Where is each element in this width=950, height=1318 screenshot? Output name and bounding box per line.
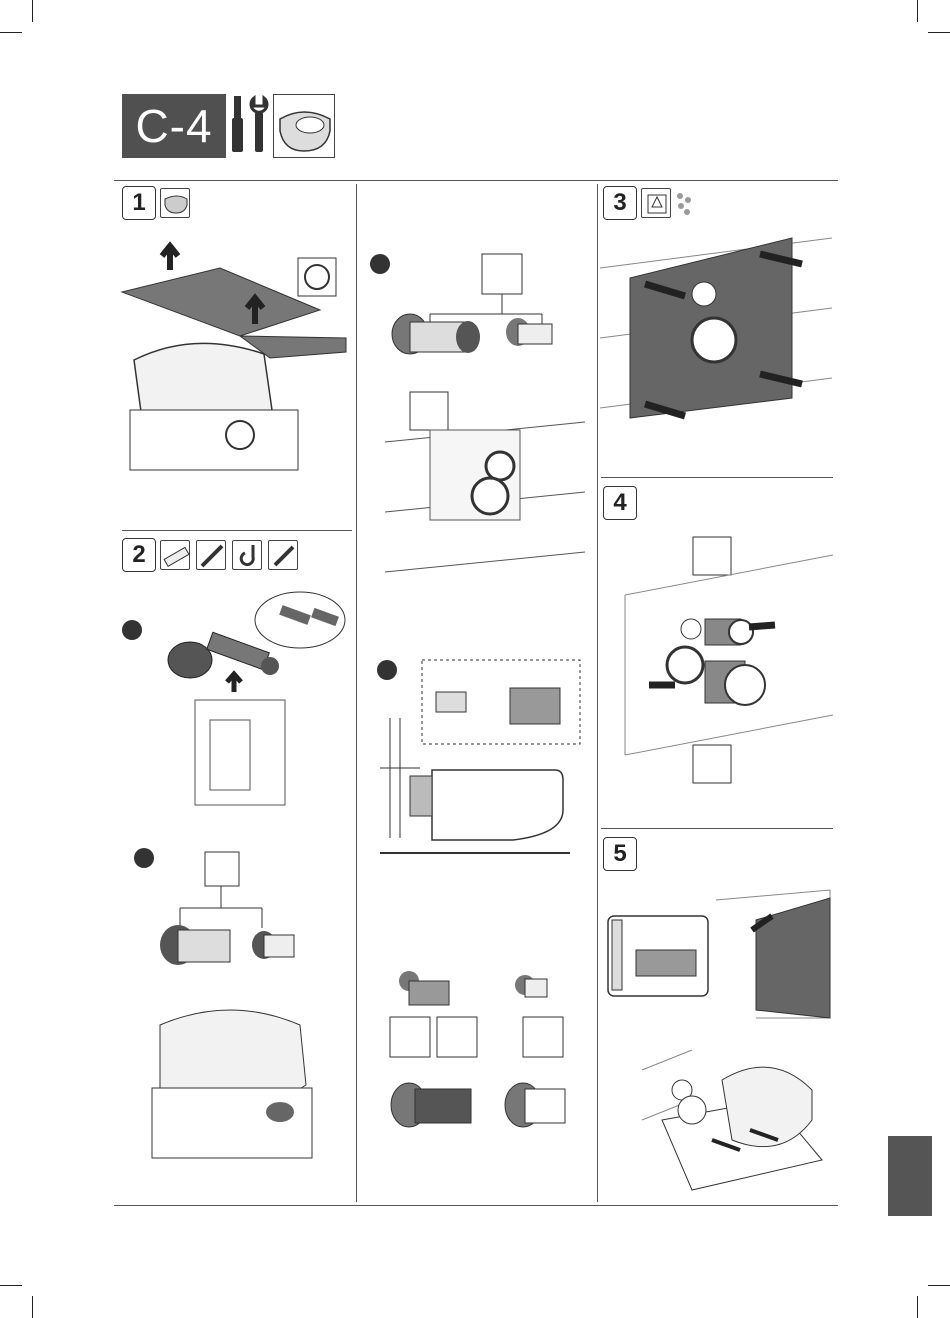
crop-mark (32, 0, 33, 22)
bottom-rule (114, 1205, 838, 1206)
ruler-icon (160, 540, 190, 570)
step5-illustration-a (606, 890, 830, 1018)
step-number: 1 (122, 186, 156, 220)
step2a-illustration (150, 590, 350, 805)
crop-mark (0, 32, 22, 33)
crop-mark (0, 1285, 22, 1286)
step-divider (601, 477, 833, 478)
step2b-illustration (150, 850, 350, 1160)
col2-illustration-a (380, 252, 590, 582)
step-number: 2 (122, 538, 156, 572)
dust-icon (674, 190, 694, 218)
crop-mark (928, 1285, 950, 1286)
step3-illustration (600, 228, 832, 438)
step-divider (122, 530, 352, 531)
hook-icon (232, 540, 262, 570)
top-rule (114, 180, 838, 181)
step-number: 5 (603, 837, 637, 871)
step5-illustration-b (632, 1040, 832, 1190)
step-divider (601, 828, 833, 829)
tools-icon (230, 94, 270, 158)
toilet-icon (160, 188, 190, 218)
step-number: 3 (603, 186, 637, 220)
crop-mark (32, 1296, 33, 1318)
crop-mark (917, 1296, 918, 1318)
substep-marker (122, 620, 142, 640)
section-tab (888, 1136, 932, 1216)
column-divider (597, 184, 598, 1202)
col2-illustration-c (385, 965, 575, 1145)
col2-illustration-b (370, 658, 585, 863)
column-divider (356, 184, 357, 1202)
step-number: 4 (603, 486, 637, 520)
pencil-icon (196, 540, 226, 570)
step4-illustration (605, 535, 833, 790)
file-icon (268, 540, 298, 570)
section-badge: C-4 (122, 94, 226, 158)
toilet-icon (273, 94, 335, 158)
step1-illustration (120, 240, 350, 500)
crop-mark (928, 32, 950, 33)
flush-plate-icon (641, 188, 671, 218)
crop-mark (917, 0, 918, 22)
